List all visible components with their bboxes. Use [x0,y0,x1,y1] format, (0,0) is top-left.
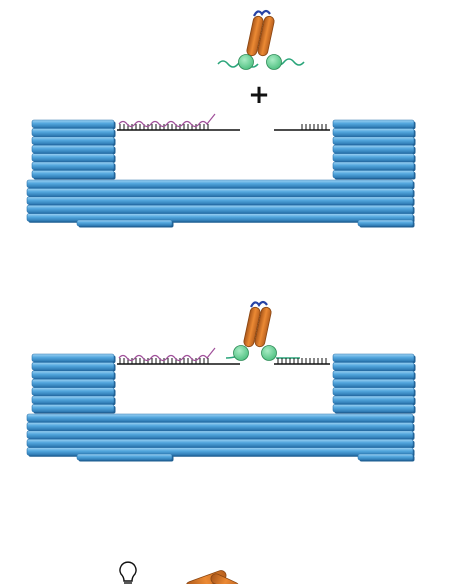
helix [246,15,264,57]
helix-bundle [332,128,415,137]
helix-bundle [31,128,115,137]
helix-bundle [31,153,115,162]
helix-bundle [31,395,115,404]
helix-bundle [26,179,414,188]
dna-origami-icon [26,347,416,462]
helix-bundle [332,136,415,145]
sphere-right [266,54,282,70]
helix-bundle [31,144,115,154]
helix-bundle [26,196,414,205]
lightbulb-icon [119,561,137,584]
helix-bundle [26,413,414,422]
helix-bundle [332,395,415,404]
probe-strand [118,113,216,128]
helix-bundle [26,213,414,222]
helix-bundle [31,161,115,170]
helix [210,573,240,584]
sphere-right [261,345,277,361]
helix-bundle [332,404,415,413]
helix-bundle [31,119,115,128]
helix-bundle [76,219,173,227]
loop [253,9,271,17]
helix-bundle [357,453,414,461]
protein-icon [233,300,277,361]
helix-bundle [332,378,415,388]
helix-bundle [31,362,115,371]
helix [243,306,261,348]
helix-bundle [332,144,415,154]
protein-icon [217,9,305,70]
helix [257,15,275,57]
helix-bundle [26,438,414,448]
helix-bundle [332,153,415,162]
plus-operator: + [248,80,270,110]
helix-bundle [332,170,415,179]
helix-bundle [332,387,415,396]
protein-icon [185,570,240,584]
helix-bundle [332,353,415,362]
sphere-left [233,345,249,361]
helix-bundle [26,430,414,439]
loop [250,300,268,308]
helix-bundle [31,370,115,379]
helix-bundle [26,422,414,431]
helix-bundle [332,161,415,170]
helix-bundle [31,404,115,413]
helix-bundle [357,219,414,227]
helix-bundle [26,447,414,456]
helix-bundle [332,119,415,128]
helix-bundle [332,370,415,379]
helix [254,306,272,348]
sphere-left [238,54,254,70]
probe-strand [118,347,216,362]
helix-bundle [31,170,115,179]
helix-bundle [332,362,415,371]
helix-bundle [76,453,173,461]
helix-bundle [31,378,115,388]
dna-origami-icon [26,113,416,228]
helix-bundle [31,353,115,362]
helix-bundle [26,204,414,214]
helix-bundle [31,387,115,396]
helix-bundle [26,188,414,197]
helix-bundle [31,136,115,145]
